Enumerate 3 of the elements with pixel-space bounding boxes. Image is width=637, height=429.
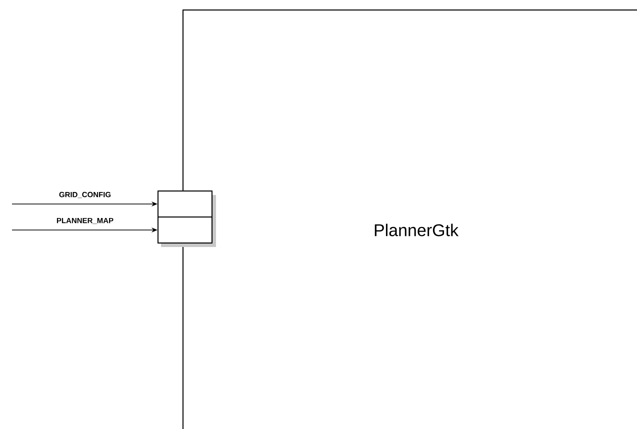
port-box [158, 190, 216, 221]
port-box [158, 216, 216, 247]
component-box: PlannerGtk [182, 10, 637, 429]
